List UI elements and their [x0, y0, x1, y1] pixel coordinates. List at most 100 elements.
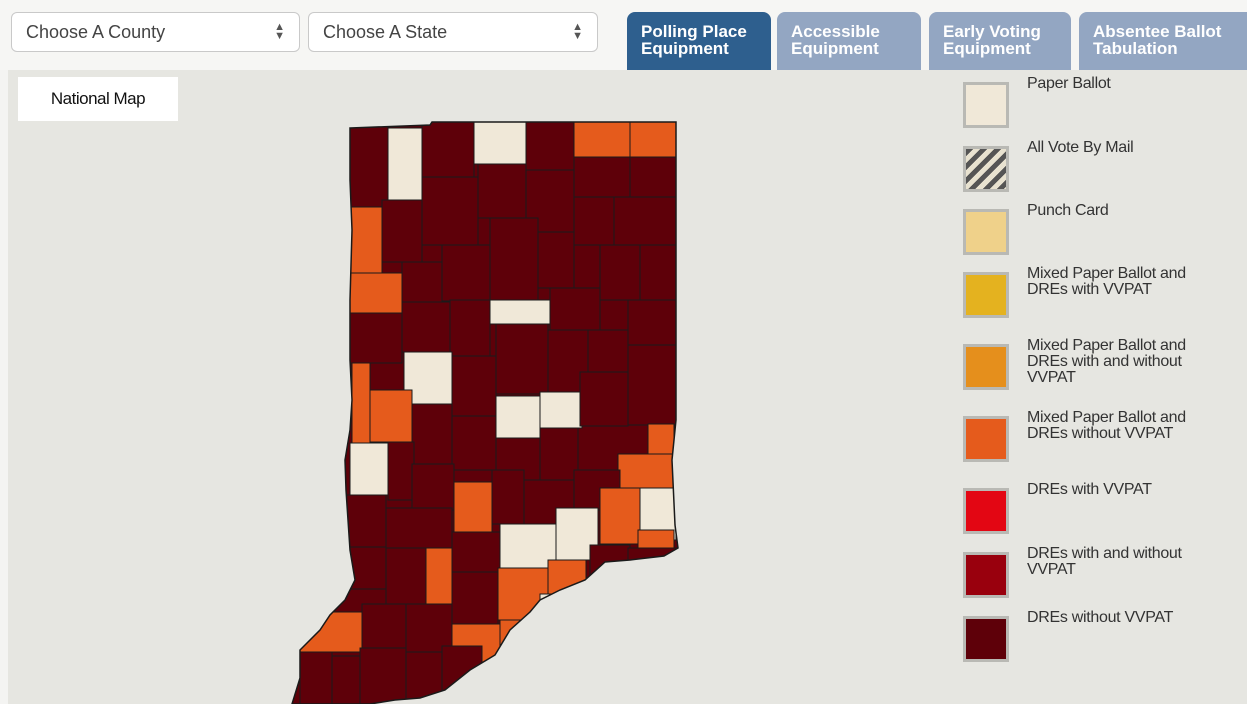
- county-shape[interactable]: [421, 122, 475, 178]
- county-shape[interactable]: [451, 571, 499, 625]
- county-shape[interactable]: [627, 344, 677, 426]
- tab-label-line1: Absentee Ballot: [1093, 22, 1222, 41]
- tab-early-voting-equipment[interactable]: Early Voting Equipment: [929, 12, 1071, 70]
- county-shape[interactable]: [361, 603, 407, 649]
- county-shape[interactable]: [579, 371, 629, 427]
- county-shape[interactable]: [411, 403, 453, 465]
- tab-label-line1: Accessible: [791, 22, 880, 41]
- county-shape[interactable]: [411, 463, 455, 511]
- county-shape[interactable]: [369, 389, 413, 443]
- county-select-label: Choose A County: [26, 21, 166, 42]
- legend-label: DREs with VVPAT: [1027, 481, 1152, 498]
- county-shape[interactable]: [539, 391, 583, 429]
- county-shape[interactable]: [425, 547, 453, 605]
- county-shape[interactable]: [495, 323, 549, 395]
- county-shape[interactable]: [387, 127, 423, 201]
- county-shape[interactable]: [573, 156, 631, 198]
- county-shape[interactable]: [405, 603, 453, 653]
- county-shape[interactable]: [449, 299, 491, 357]
- county-shape[interactable]: [495, 395, 541, 439]
- legend-swatch: [963, 272, 1009, 318]
- select-arrows-icon: ▲▼: [572, 21, 583, 42]
- county-group: [292, 122, 678, 704]
- county-shape[interactable]: [599, 244, 641, 301]
- county-shape[interactable]: [359, 647, 407, 704]
- county-shape[interactable]: [349, 272, 403, 314]
- legend-swatch: [963, 488, 1009, 534]
- county-shape[interactable]: [589, 544, 631, 586]
- legend-label: Mixed Paper Ballot and DREs without VVPA…: [1027, 409, 1186, 442]
- county-shape[interactable]: [547, 559, 587, 595]
- county-shape[interactable]: [441, 645, 483, 704]
- legend-label: DREs without VVPAT: [1027, 609, 1174, 626]
- county-shape[interactable]: [525, 122, 575, 171]
- legend-swatch: [963, 552, 1009, 598]
- county-shape[interactable]: [499, 619, 531, 677]
- legend-label: Mixed Paper Ballot and DREs with and wit…: [1027, 337, 1186, 386]
- county-shape[interactable]: [617, 453, 677, 489]
- tab-label-line2: Equipment: [641, 39, 729, 58]
- county-select[interactable]: Choose A County ▲▼: [11, 12, 300, 52]
- legend-label: All Vote By Mail: [1027, 139, 1134, 156]
- county-shape[interactable]: [639, 244, 677, 301]
- county-shape[interactable]: [613, 196, 677, 246]
- county-shape[interactable]: [385, 507, 453, 549]
- tab-accessible-equipment[interactable]: Accessible Equipment: [777, 12, 921, 70]
- legend-swatch: [963, 416, 1009, 462]
- state-select-label: Choose A State: [323, 21, 448, 42]
- county-shape[interactable]: [381, 199, 423, 263]
- county-shape[interactable]: [473, 122, 527, 165]
- county-shape[interactable]: [453, 481, 493, 533]
- county-shape[interactable]: [499, 523, 557, 571]
- county-shape[interactable]: [441, 244, 491, 302]
- legend-swatch: [963, 344, 1009, 390]
- county-shape[interactable]: [299, 611, 363, 653]
- legend-label: Paper Ballot: [1027, 75, 1111, 92]
- county-shape[interactable]: [491, 469, 525, 525]
- county-shape[interactable]: [539, 427, 579, 481]
- county-shape[interactable]: [599, 487, 643, 545]
- county-shape[interactable]: [537, 231, 575, 289]
- county-shape[interactable]: [351, 362, 371, 444]
- county-shape[interactable]: [539, 593, 605, 627]
- county-shape[interactable]: [573, 196, 615, 246]
- county-shape[interactable]: [421, 176, 479, 246]
- county-shape[interactable]: [331, 655, 361, 704]
- county-shape[interactable]: [401, 301, 451, 353]
- county-shape[interactable]: [573, 122, 631, 158]
- county-shape[interactable]: [629, 122, 677, 158]
- county-shape[interactable]: [349, 312, 403, 364]
- county-shape[interactable]: [299, 651, 333, 704]
- county-shape[interactable]: [349, 206, 383, 274]
- county-shape[interactable]: [529, 623, 559, 655]
- county-shape[interactable]: [345, 494, 387, 548]
- county-shape[interactable]: [349, 442, 389, 496]
- county-shape[interactable]: [385, 547, 427, 609]
- county-shape[interactable]: [549, 287, 601, 331]
- county-shape[interactable]: [401, 261, 443, 303]
- county-shape[interactable]: [477, 163, 527, 219]
- tab-label-line1: Polling Place: [641, 22, 747, 41]
- county-shape[interactable]: [629, 156, 677, 198]
- legend-swatch: [963, 146, 1009, 192]
- tab-absentee-ballot-tabulation[interactable]: Absentee Ballot Tabulation: [1079, 12, 1247, 70]
- state-select[interactable]: Choose A State ▲▼: [308, 12, 598, 52]
- tab-polling-place-equipment[interactable]: Polling Place Equipment: [627, 12, 771, 70]
- national-map-button[interactable]: National Map: [18, 77, 178, 121]
- county-shape[interactable]: [349, 124, 389, 208]
- county-shape[interactable]: [489, 217, 539, 301]
- legend-label: Punch Card: [1027, 202, 1109, 219]
- county-shape[interactable]: [387, 441, 415, 501]
- state-outline: [291, 121, 679, 704]
- county-shape[interactable]: [587, 329, 629, 373]
- county-shape[interactable]: [451, 415, 497, 471]
- county-shape[interactable]: [345, 546, 387, 590]
- county-shape[interactable]: [647, 423, 675, 455]
- county-shape[interactable]: [489, 299, 551, 325]
- county-shape[interactable]: [451, 531, 501, 573]
- county-shape[interactable]: [627, 299, 677, 346]
- county-shape[interactable]: [451, 355, 497, 417]
- legend-label: Mixed Paper Ballot and DREs with VVPAT: [1027, 265, 1186, 298]
- tab-label-line2: Equipment: [791, 39, 879, 58]
